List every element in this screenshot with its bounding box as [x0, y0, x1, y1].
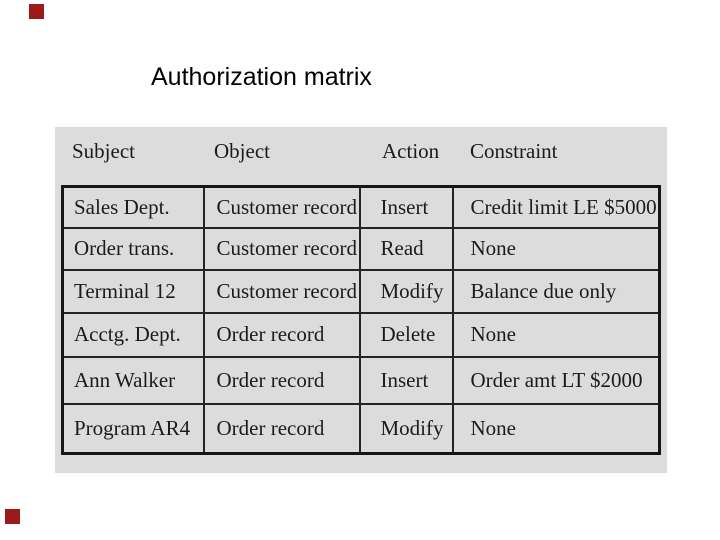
authorization-matrix-figure: Subject Object Action Constraint Sales D…	[55, 127, 667, 473]
cell-subject: Order trans.	[61, 226, 205, 271]
cell-object: Customer record	[202, 185, 361, 229]
table-row: Sales Dept. Customer record Insert Credi…	[61, 185, 661, 229]
column-header-action: Action	[382, 139, 440, 163]
cell-constraint: Order amt LT $2000	[451, 355, 661, 405]
table-row: Terminal 12 Customer record Modify Balan…	[61, 268, 661, 314]
cell-object: Customer record	[202, 268, 361, 314]
cell-action: Modify	[358, 402, 454, 455]
cell-constraint: Credit limit LE $5000	[451, 185, 661, 229]
cell-action: Modify	[358, 268, 454, 314]
table-row: Order trans. Customer record Read None	[61, 226, 661, 271]
cell-subject: Sales Dept.	[61, 185, 205, 229]
cell-object: Customer record	[202, 226, 361, 271]
cell-subject: Acctg. Dept.	[61, 311, 205, 358]
cell-action: Insert	[358, 355, 454, 405]
cell-object: Order record	[202, 311, 361, 358]
cell-object: Order record	[202, 355, 361, 405]
column-header-constraint: Constraint	[470, 139, 558, 163]
red-square-decoration-bottom	[5, 509, 20, 524]
cell-constraint: Balance due only	[451, 268, 661, 314]
authorization-table: Sales Dept. Customer record Insert Credi…	[61, 185, 661, 455]
column-header-subject: Subject	[72, 139, 135, 163]
cell-constraint: None	[451, 402, 661, 455]
cell-action: Read	[358, 226, 454, 271]
cell-constraint: None	[451, 226, 661, 271]
column-header-object: Object	[214, 139, 270, 163]
table-row: Acctg. Dept. Order record Delete None	[61, 311, 661, 358]
cell-action: Insert	[358, 185, 454, 229]
table-row: Program AR4 Order record Modify None	[61, 402, 661, 455]
slide-title: Authorization matrix	[151, 63, 372, 91]
cell-action: Delete	[358, 311, 454, 358]
cell-object: Order record	[202, 402, 361, 455]
cell-subject: Program AR4	[61, 402, 205, 455]
red-square-decoration-top	[29, 4, 44, 19]
cell-constraint: None	[451, 311, 661, 358]
table-row: Ann Walker Order record Insert Order amt…	[61, 355, 661, 405]
cell-subject: Terminal 12	[61, 268, 205, 314]
cell-subject: Ann Walker	[61, 355, 205, 405]
